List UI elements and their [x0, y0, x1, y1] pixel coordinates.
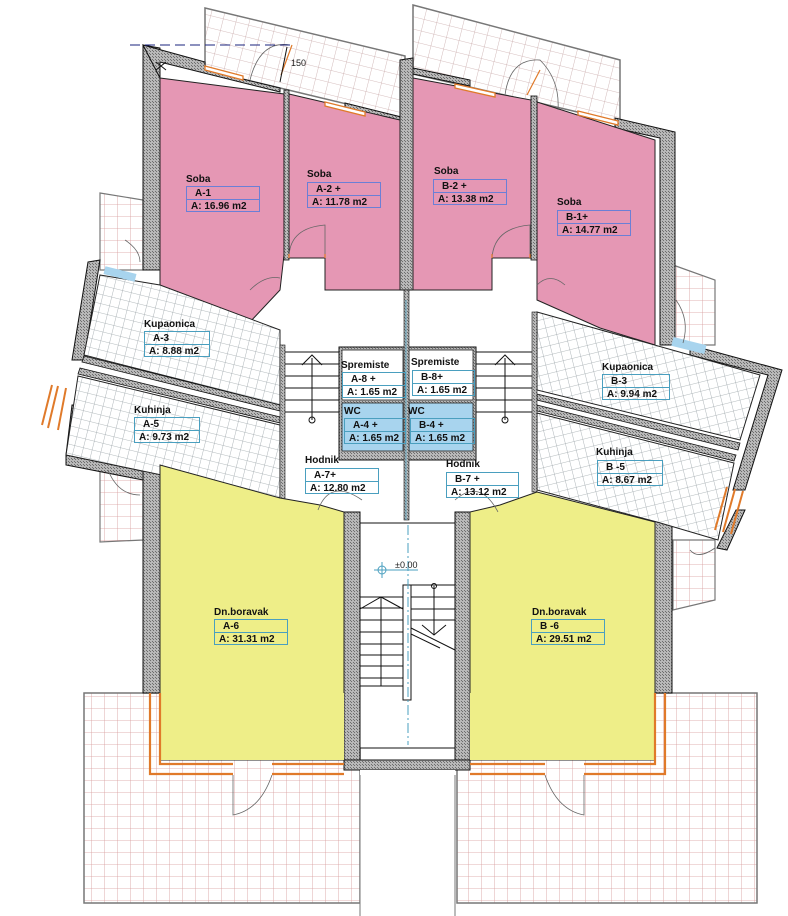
room-number: A-1	[195, 188, 212, 199]
room-stamp-A-6[interactable]: A-6 A: 31.31 m2	[214, 619, 288, 645]
stair-A	[285, 351, 340, 424]
room-number: A-2 +	[316, 184, 341, 195]
room-number: A-6	[223, 621, 240, 632]
hall-wall-right	[531, 311, 538, 493]
stair-B	[476, 351, 532, 424]
room-stamp-A-3[interactable]: A-3 A: 8.88 m2	[144, 331, 210, 357]
center-spine	[403, 289, 410, 521]
room-name-B-7: Hodnik	[446, 459, 480, 470]
hall-wall-left	[279, 344, 286, 506]
room-name-B-3: Kupaonica	[602, 362, 654, 373]
room-number: B-2 +	[442, 181, 467, 192]
room-area: A: 16.96 m2	[187, 199, 259, 212]
room-number: A-8 +	[351, 374, 376, 385]
room-name-A-4: WC	[344, 406, 361, 417]
room-number: B-7 +	[455, 474, 480, 485]
room-name-A-6: Dn.boravak	[214, 607, 269, 618]
room-area: A: 13.38 m2	[434, 192, 506, 205]
terrace-left-upper	[99, 192, 144, 271]
room-number: A-7+	[314, 470, 336, 481]
room-stamp-B-4[interactable]: B-4 + A: 1.65 m2	[410, 418, 475, 444]
room-number: B -6	[540, 621, 559, 632]
room-stamp-B-2[interactable]: B-2 + A: 13.38 m2	[433, 179, 507, 205]
room-name-A-1: Soba	[186, 174, 211, 185]
room-name-B-8: Spremiste	[411, 357, 460, 368]
dimension-label: 150	[291, 58, 307, 68]
elevation-marker-icon	[374, 562, 418, 578]
room-name-A-7: Hodnik	[305, 455, 339, 466]
doors	[107, 224, 716, 555]
room-number: A-5	[143, 419, 160, 430]
room-area-B-8	[408, 349, 474, 401]
window-B-3	[671, 337, 707, 354]
room-area: A: 1.65 m2	[345, 431, 405, 444]
room-area: A: 11.78 m2	[308, 195, 380, 208]
room-number: B-4 +	[419, 420, 444, 431]
room-number: B-1+	[566, 212, 588, 223]
room-area: A: 14.77 m2	[558, 223, 630, 236]
partition-B2-B1	[530, 95, 538, 261]
room-name-A-5: Kuhinja	[134, 405, 171, 416]
room-number: B -5	[606, 462, 625, 473]
room-stamp-A-5[interactable]: A-5 A: 9.73 m2	[134, 417, 200, 443]
room-area: A: 9.73 m2	[135, 430, 199, 443]
room-area: A: 13.12 m2	[447, 485, 518, 498]
room-name-B-6: Dn.boravak	[532, 607, 587, 618]
stairwell-stairs	[359, 583, 456, 701]
room-area: A: 31.31 m2	[215, 632, 287, 645]
room-name-A-8: Spremiste	[341, 360, 390, 371]
room-stamp-B-1[interactable]: B-1+ A: 14.77 m2	[557, 210, 631, 236]
room-area: A: 8.88 m2	[145, 344, 209, 357]
door-A-6-terrace	[232, 774, 273, 816]
room-area-A-8	[341, 349, 404, 401]
room-number: A-4 +	[353, 420, 378, 431]
room-number: B-3	[611, 376, 628, 387]
room-stamp-A-7[interactable]: A-7+ A: 12.80 m2	[305, 468, 379, 494]
room-stamp-B-8[interactable]: B-8+ A: 1.65 m2	[412, 370, 475, 396]
room-stamp-A-8[interactable]: A-8 + A: 1.65 m2	[342, 372, 406, 398]
elevation-label: ±0.00	[395, 560, 418, 570]
room-number: B-8+	[421, 372, 443, 383]
window-B-5	[714, 486, 744, 535]
room-name-B-2: Soba	[434, 166, 459, 177]
room-area: A: 12.80 m2	[306, 481, 378, 494]
room-area: A: 1.65 m2	[413, 383, 474, 396]
room-stamp-A-2[interactable]: A-2 + A: 11.78 m2	[307, 182, 381, 208]
entrance-gap	[360, 770, 455, 916]
room-name-B-4: WC	[408, 406, 425, 417]
room-name-A-3: Kupaonica	[144, 319, 196, 330]
top-windows	[204, 65, 619, 126]
room-area: A: 1.65 m2	[411, 431, 474, 444]
room-name-B-1: Soba	[557, 197, 582, 208]
room-area: A: 1.65 m2	[343, 385, 405, 398]
room-stamp-B-7[interactable]: B-7 + A: 13.12 m2	[446, 472, 519, 498]
living-A-lower	[160, 693, 344, 760]
partition-A1-A2	[283, 89, 290, 261]
window-A-5	[41, 384, 67, 431]
room-stamp-B-6[interactable]: B -6 A: 29.51 m2	[531, 619, 605, 645]
walls	[65, 44, 783, 771]
door-arc-top-B	[504, 59, 559, 111]
living-B-windows	[470, 693, 667, 776]
room-area: A: 8.67 m2	[598, 473, 662, 486]
room-area: A: 9.94 m2	[603, 387, 669, 400]
dimension-arrow	[279, 46, 288, 83]
room-name-B-5: Kuhinja	[596, 447, 633, 458]
room-stamp-A-1[interactable]: A-1 A: 16.96 m2	[186, 186, 260, 212]
door-B-6-terrace	[544, 774, 585, 816]
room-stamp-B-3[interactable]: B-3 A: 9.94 m2	[602, 374, 670, 400]
room-area: A: 29.51 m2	[532, 632, 604, 645]
window-A-3	[103, 266, 137, 282]
room-number: A-3	[153, 333, 170, 344]
living-A-windows	[148, 693, 344, 776]
terrace-top-left	[204, 7, 406, 119]
terrace-right-lower	[672, 539, 716, 611]
room-stamp-B-5[interactable]: B -5 A: 8.67 m2	[597, 460, 663, 486]
living-B-lower	[470, 693, 655, 760]
room-stamp-A-4[interactable]: A-4 + A: 1.65 m2	[344, 418, 406, 444]
room-name-A-2: Soba	[307, 169, 332, 180]
